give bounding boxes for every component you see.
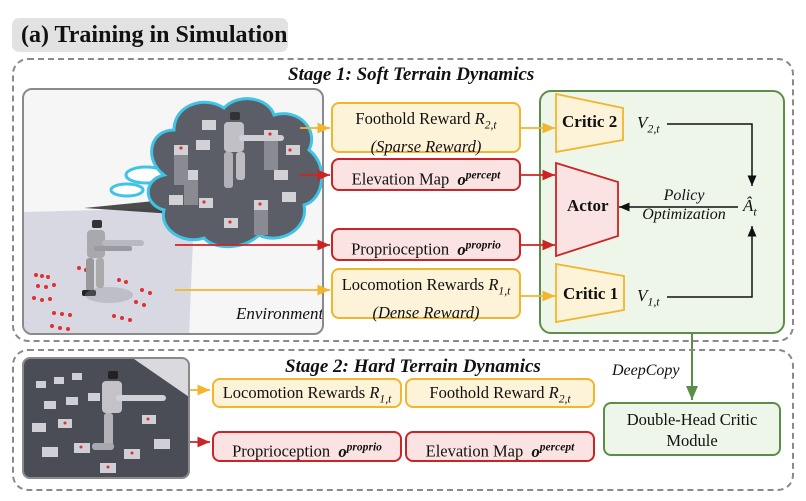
arrow-v2-to-advantage [667,123,757,186]
advantage-value: Ât [743,196,757,219]
stage2-foothold-symbol: R2,t [548,383,571,406]
stage2-elevation-label: Elevation Map [425,441,524,461]
proprioception-label: Proprioception [351,239,450,259]
actor-label: Actor [567,196,609,215]
stage2-proprio-symbol: oproprio [338,441,382,461]
arrow-v1-to-advantage [667,226,757,298]
elevation-map-box: Elevation Map opercept [331,158,521,191]
stage2-elevation-symbol: opercept [531,441,575,461]
ground-plane [24,208,194,333]
stage2-locomotion-symbol: R1,t [369,383,392,406]
figure-title: (a) Training in Simulation [12,18,288,52]
v2-value: V2,t [637,113,660,136]
critic1-label: Critic 1 [563,284,619,303]
stage2-proprio-label: Proprioception [232,441,331,461]
stage1-title: Stage 1: Soft Terrain Dynamics [288,64,535,85]
critic-module-line1: Double-Head Critic [626,410,758,429]
stage2-locomotion-rewards-box: Locomotion Rewards R1,t [212,378,402,408]
elevation-map-label: Elevation Map [351,169,450,189]
stage2-locomotion-label: Locomotion Rewards [222,383,366,402]
thought-bubble-small [109,182,145,198]
elevation-map-symbol: opercept [457,169,501,189]
deepcopy-label: DeepCopy [612,362,680,379]
locomotion-rewards-symbol: R1,t [488,275,511,298]
proprioception-symbol: oproprio [457,239,501,259]
foothold-reward-symbol: R2,t [474,109,497,132]
environment-label: Environment [236,304,324,323]
proprioception-box: Proprioception oproprio [331,228,521,261]
stage1-container [12,58,794,342]
stage2-foothold-reward-box: Foothold Reward R2,t [405,378,595,408]
thought-cloud [146,97,322,249]
foothold-reward-box: Foothold Reward R2,t (Sparse Reward) [331,102,521,157]
stage2-elevation-map-box: Elevation Map opercept [405,431,595,462]
sparse-reward-note: (Sparse Reward) [370,137,482,157]
stage2-container [12,349,794,491]
critic-module-line2: Module [666,431,718,450]
stage2-environment-image [22,357,190,479]
critic2-shape [555,92,624,154]
hard-terrain-illustration [24,359,188,477]
dense-reward-note: (Dense Reward) [372,303,480,323]
robot-figure [82,220,144,303]
footstep-markers [32,266,152,331]
policy-optimization-label: Policy Optimization [642,187,726,223]
stage2-title: Stage 2: Hard Terrain Dynamics [285,356,541,377]
critic2-label: Critic 2 [562,112,618,131]
foothold-reward-label: Foothold Reward [355,109,471,128]
locomotion-rewards-label: Locomotion Rewards [341,275,485,294]
v1-value: V1,t [637,286,660,309]
environment-panel: Environment [22,88,324,335]
locomotion-rewards-box: Locomotion Rewards R1,t (Dense Reward) [331,268,521,323]
actor-shape [555,161,619,258]
environment-illustration [24,97,322,333]
stage2-proprioception-box: Proprioception oproprio [212,431,402,462]
critic1-shape [555,262,625,324]
stage2-foothold-label: Foothold Reward [429,383,545,402]
double-head-critic-module: Double-Head Critic Module [603,402,781,456]
